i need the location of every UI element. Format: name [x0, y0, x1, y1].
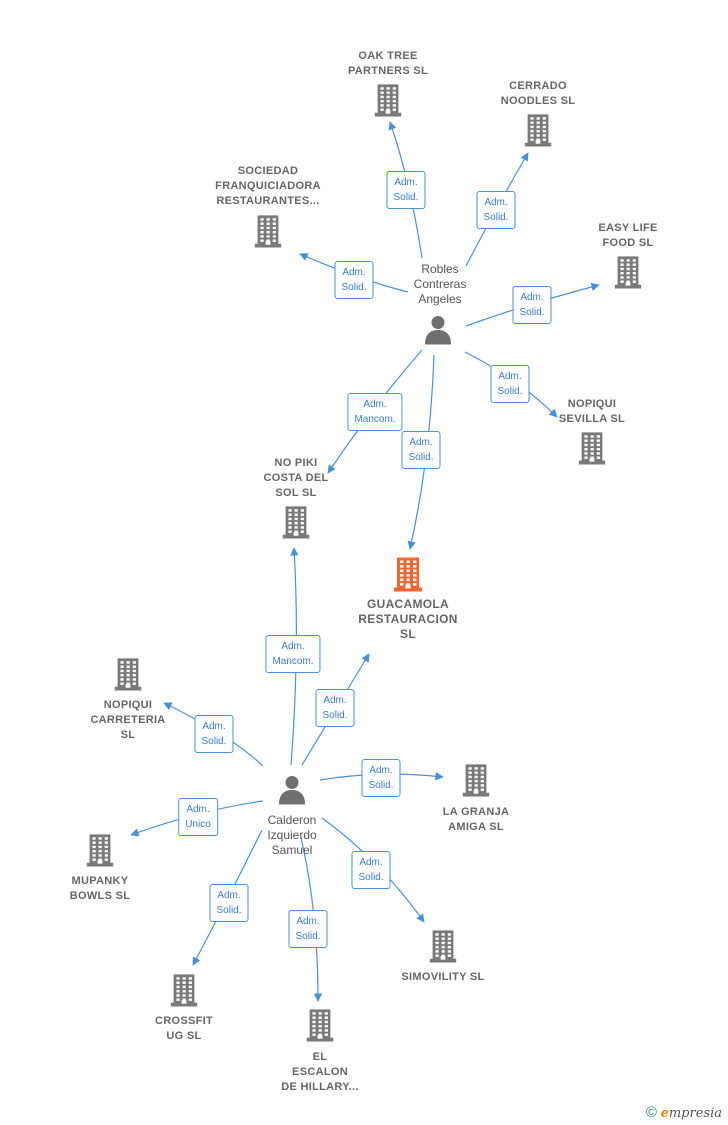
company-label-sociedad[interactable]: SOCIEDAD FRANQUICIADORA RESTAURANTES... [215, 165, 321, 207]
edge-role-label[interactable]: Adm. Solid. [209, 884, 249, 922]
edge-role-label[interactable]: Adm. Solid. [512, 286, 552, 324]
company-building-icon[interactable] [462, 763, 490, 802]
company-building-icon[interactable] [429, 929, 457, 968]
company-label-nopcar[interactable]: NOPIQUI CARRETERIA SL [90, 699, 166, 741]
company-label-cerrado[interactable]: CERRADO NOODLES SL [500, 80, 576, 107]
edge-role-label[interactable]: Adm. Mancom. [347, 393, 403, 431]
edge-role-label[interactable]: Adm. Solid. [351, 851, 391, 889]
company-building-icon[interactable] [306, 1008, 334, 1047]
person-icon[interactable] [423, 315, 453, 350]
edge-role-label[interactable]: Adm. Solid. [361, 759, 401, 797]
edge-role-label[interactable]: Adm. Solid. [288, 910, 328, 948]
company-label-crossfit[interactable]: CROSSFIT UG SL [154, 1015, 214, 1042]
company-label-granja[interactable]: LA GRANJA AMIGA SL [442, 806, 510, 833]
edge-role-label[interactable]: Adm. Solid. [490, 365, 530, 403]
edge-role-label[interactable]: Adm. Solid. [334, 261, 374, 299]
company-label-guacamola[interactable]: GUACAMOLA RESTAURACION SL [358, 597, 458, 641]
edge-role-label[interactable]: Adm. Solid. [315, 689, 355, 727]
company-building-icon[interactable] [114, 657, 142, 696]
watermark: © empresia [646, 1104, 722, 1121]
edge-role-label[interactable]: Adm. Solid. [476, 191, 516, 229]
company-building-icon[interactable] [254, 214, 282, 253]
edge-role-label[interactable]: Adm. Solid. [401, 431, 441, 469]
company-building-icon[interactable] [614, 255, 642, 294]
company-building-icon[interactable] [86, 833, 114, 872]
main-company-building-icon[interactable] [393, 556, 423, 597]
edge-role-label[interactable]: Adm. Unico [178, 798, 218, 836]
edge-role-label[interactable]: Adm. Mancom. [265, 635, 321, 673]
company-building-icon[interactable] [170, 973, 198, 1012]
company-building-icon[interactable] [282, 505, 310, 544]
company-label-simovility[interactable]: SIMOVILITY SL [401, 971, 485, 983]
company-label-escalon[interactable]: EL ESCALON DE HILLARY... [281, 1051, 359, 1093]
edge-role-label[interactable]: Adm. Solid. [386, 171, 426, 209]
company-building-icon[interactable] [524, 113, 552, 152]
company-label-easylife[interactable]: EASY LIFE FOOD SL [598, 222, 658, 249]
company-label-mupanky[interactable]: MUPANKY BOWLS SL [69, 875, 131, 902]
person-icon[interactable] [277, 775, 307, 810]
edge-role-label[interactable]: Adm. Solid. [194, 715, 234, 753]
person-label-calderon[interactable]: Calderon Izquierdo Samuel [267, 813, 317, 857]
company-label-nopsev[interactable]: NOPIQUI SEVILLA SL [558, 398, 626, 425]
copyright-symbol: © [645, 1104, 657, 1121]
company-building-icon[interactable] [578, 431, 606, 470]
person-label-robles[interactable]: Robles Contreras Angeles [413, 262, 467, 306]
company-label-oak[interactable]: OAK TREE PARTNERS SL [347, 50, 429, 77]
company-label-nopiki[interactable]: NO PIKI COSTA DEL SOL SL [263, 457, 329, 499]
company-building-icon[interactable] [374, 83, 402, 122]
brand-logo: empresia [660, 1106, 722, 1121]
